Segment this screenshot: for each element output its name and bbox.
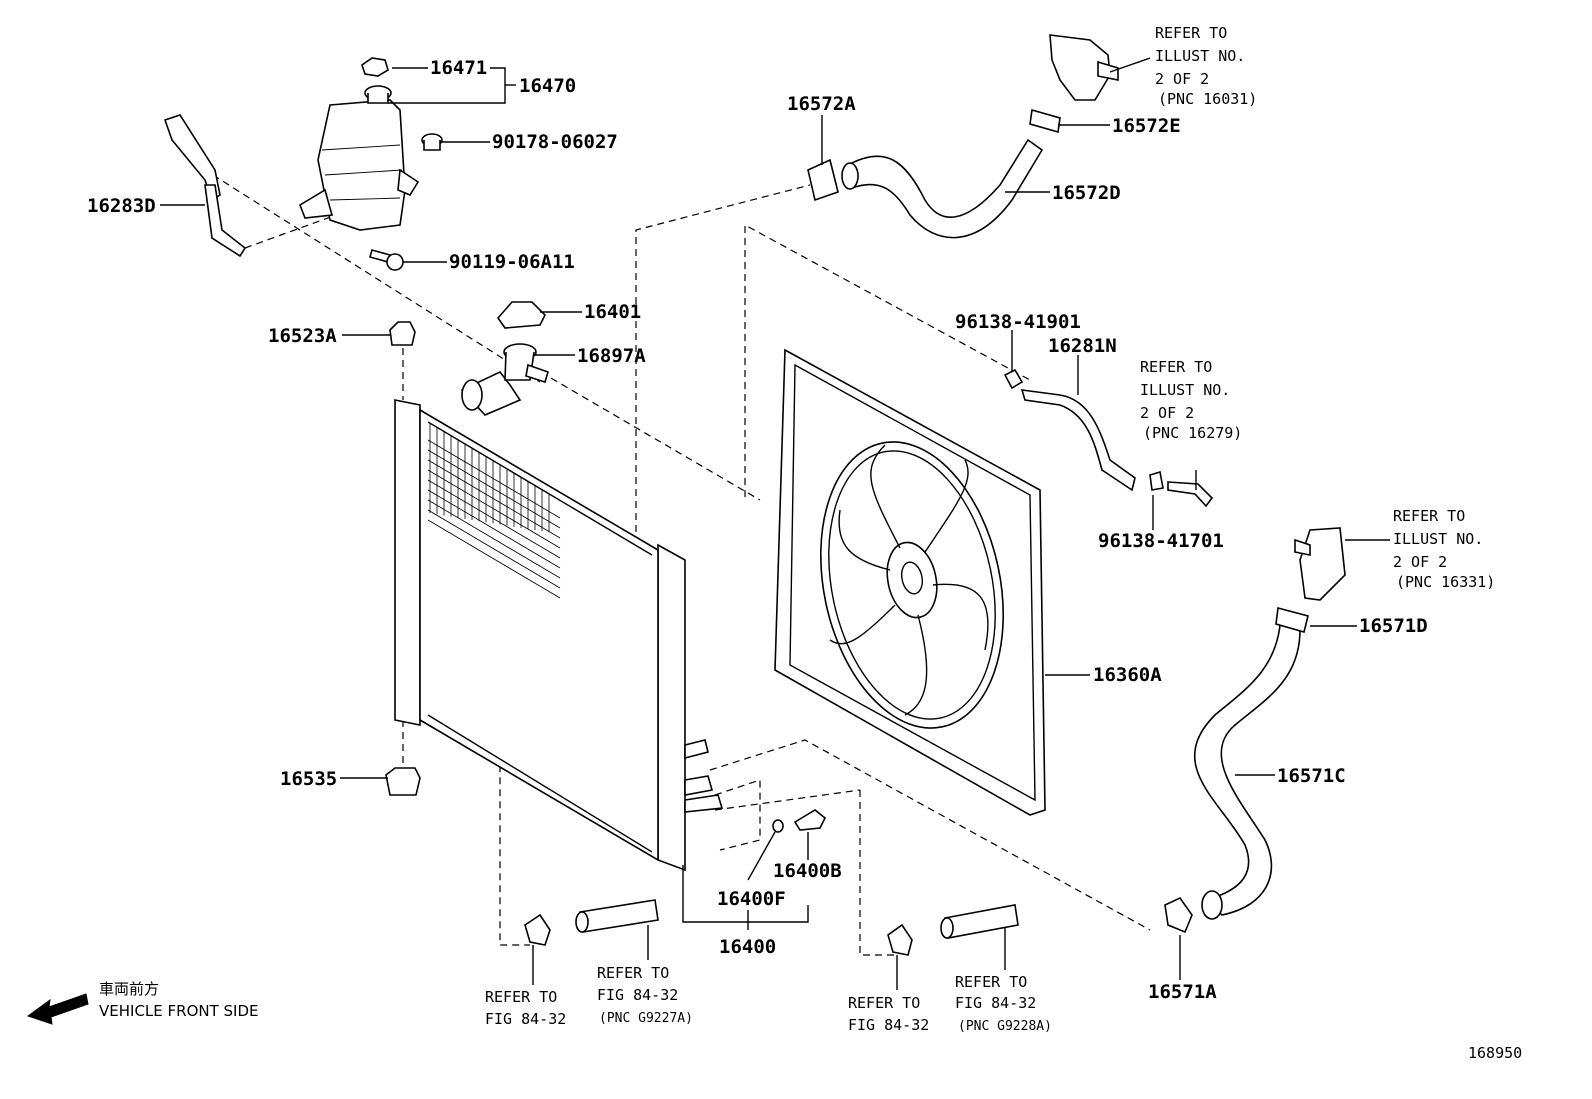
fan-shroud-16360A <box>774 348 1046 816</box>
label-16471: 16471 <box>430 57 487 79</box>
label-16572A: 16572A <box>787 93 856 115</box>
oil-cooler-clamp-right <box>887 923 913 956</box>
ref-16031-line2: ILLUST NO. <box>1155 47 1245 65</box>
ref-note-16279: REFER TO ILLUST NO. 2 OF 2 (PNC 16279) <box>1140 358 1242 442</box>
overflow-hose-16283D <box>163 114 247 258</box>
o-ring-16400F <box>772 819 784 833</box>
hose-clamp-16571D <box>1275 606 1309 633</box>
ref-fig-b-line1: REFER TO <box>848 994 920 1012</box>
drain-cock-16400B <box>793 809 827 831</box>
mount-cushion-16523A <box>389 321 416 346</box>
ref-fig-b-line2: FIG 84-32 <box>848 1016 929 1034</box>
ref-note-fig-84-32-a: REFER TO FIG 84-32 <box>485 988 566 1028</box>
ref-G9228A-line1: REFER TO <box>955 973 1027 991</box>
label-16571C: 16571C <box>1277 765 1346 787</box>
ref-16331-line1: REFER TO <box>1393 507 1465 525</box>
label-16535: 16535 <box>280 768 337 790</box>
label-90178-06027: 90178-06027 <box>492 131 618 153</box>
front-label-jp: 車両前方 <box>99 980 159 998</box>
label-90119-06A11: 90119-06A11 <box>449 251 575 273</box>
water-inlet-16331 <box>1294 527 1346 601</box>
label-16400F: 16400F <box>717 888 786 910</box>
label-16572E: 16572E <box>1112 115 1181 137</box>
ref-16279-line2: ILLUST NO. <box>1140 381 1230 399</box>
clip-96138-41901 <box>1003 368 1024 390</box>
radiator-inlet-16897A <box>460 343 549 416</box>
radiator-outlet-pipes <box>684 739 724 813</box>
ref-note-16031: REFER TO ILLUST NO. 2 OF 2 (PNC 16031) <box>1155 24 1257 108</box>
label-16400B: 16400B <box>773 860 842 882</box>
clip-96138-41701 <box>1149 470 1164 491</box>
reservoir-cap-part <box>361 57 389 77</box>
ref-16331-line3: 2 OF 2 <box>1393 553 1447 571</box>
grommet-90178 <box>421 133 443 151</box>
label-96138-41701: 96138-41701 <box>1098 530 1224 552</box>
hose-clamp-16571A <box>1164 896 1193 934</box>
label-16523A: 16523A <box>268 325 337 347</box>
part-labels: 16471 16470 90178-06027 16283D 90119-06A… <box>87 57 1428 1003</box>
front-label-en: VEHICLE FRONT SIDE <box>99 1002 259 1020</box>
label-16401: 16401 <box>584 301 641 323</box>
hose-clamp-16572E <box>1029 108 1061 134</box>
reservoir-tank <box>299 85 420 231</box>
oil-cooler-hose-G9227A <box>575 899 659 933</box>
ref-note-16331: REFER TO ILLUST NO. 2 OF 2 (PNC 16331) <box>1393 507 1495 591</box>
label-16572D: 16572D <box>1052 182 1121 204</box>
ref-16279-line3: 2 OF 2 <box>1140 404 1194 422</box>
label-16897A: 16897A <box>577 345 646 367</box>
ref-G9227A-line2: FIG 84-32 <box>597 986 678 1004</box>
radiator <box>394 399 686 872</box>
ref-16279-line4: (PNC 16279) <box>1143 424 1242 442</box>
upper-hose-16572D <box>841 138 1044 239</box>
ref-G9228A-line3: (PNC G9228A) <box>958 1019 1052 1034</box>
bypass-hose-16281N <box>1020 389 1136 492</box>
illustration-number: 168950 <box>1468 1044 1522 1062</box>
radiator-core-fins <box>427 423 561 599</box>
label-16571A: 16571A <box>1148 981 1217 1003</box>
ref-fig-a-line1: REFER TO <box>485 988 557 1006</box>
ref-16031-line1: REFER TO <box>1155 24 1227 42</box>
leader-lines <box>160 57 1390 990</box>
label-16400: 16400 <box>719 936 776 958</box>
ref-note-fig-84-32-b: REFER TO FIG 84-32 <box>848 994 929 1034</box>
label-16470: 16470 <box>519 75 576 97</box>
ref-16031-line3: 2 OF 2 <box>1155 70 1209 88</box>
ref-G9227A-line3: (PNC G9227A) <box>599 1011 693 1026</box>
water-outlet-16031 <box>1049 34 1119 101</box>
label-96138-41901: 96138-41901 <box>955 311 1081 333</box>
front-arrow-icon <box>26 993 89 1025</box>
bolt-90119 <box>369 249 404 271</box>
oil-cooler-clamp-left <box>524 913 551 946</box>
bypass-pipe-16279 <box>1167 481 1214 508</box>
ref-16279-line1: REFER TO <box>1140 358 1212 376</box>
radiator-cap-16401 <box>496 301 546 329</box>
oil-cooler-hose-G9228A <box>940 904 1019 939</box>
ref-note-G9227A: REFER TO FIG 84-32 (PNC G9227A) <box>597 964 693 1026</box>
label-16360A: 16360A <box>1093 664 1162 686</box>
mount-cushion-16535 <box>385 767 421 796</box>
hose-clamp-16572A <box>807 158 839 202</box>
ref-note-G9228A: REFER TO FIG 84-32 (PNC G9228A) <box>955 973 1052 1034</box>
label-16283D: 16283D <box>87 195 156 217</box>
ref-16331-line2: ILLUST NO. <box>1393 530 1483 548</box>
vehicle-front-indicator: 車両前方 VEHICLE FRONT SIDE <box>26 980 259 1025</box>
ref-G9227A-line1: REFER TO <box>597 964 669 982</box>
ref-16031-line4: (PNC 16031) <box>1158 90 1257 108</box>
lower-hose-16571C <box>1193 624 1301 920</box>
ref-G9228A-line2: FIG 84-32 <box>955 994 1036 1012</box>
label-16571D: 16571D <box>1359 615 1428 637</box>
label-16281N: 16281N <box>1048 335 1117 357</box>
ref-16331-line4: (PNC 16331) <box>1396 573 1495 591</box>
ref-fig-a-line2: FIG 84-32 <box>485 1010 566 1028</box>
